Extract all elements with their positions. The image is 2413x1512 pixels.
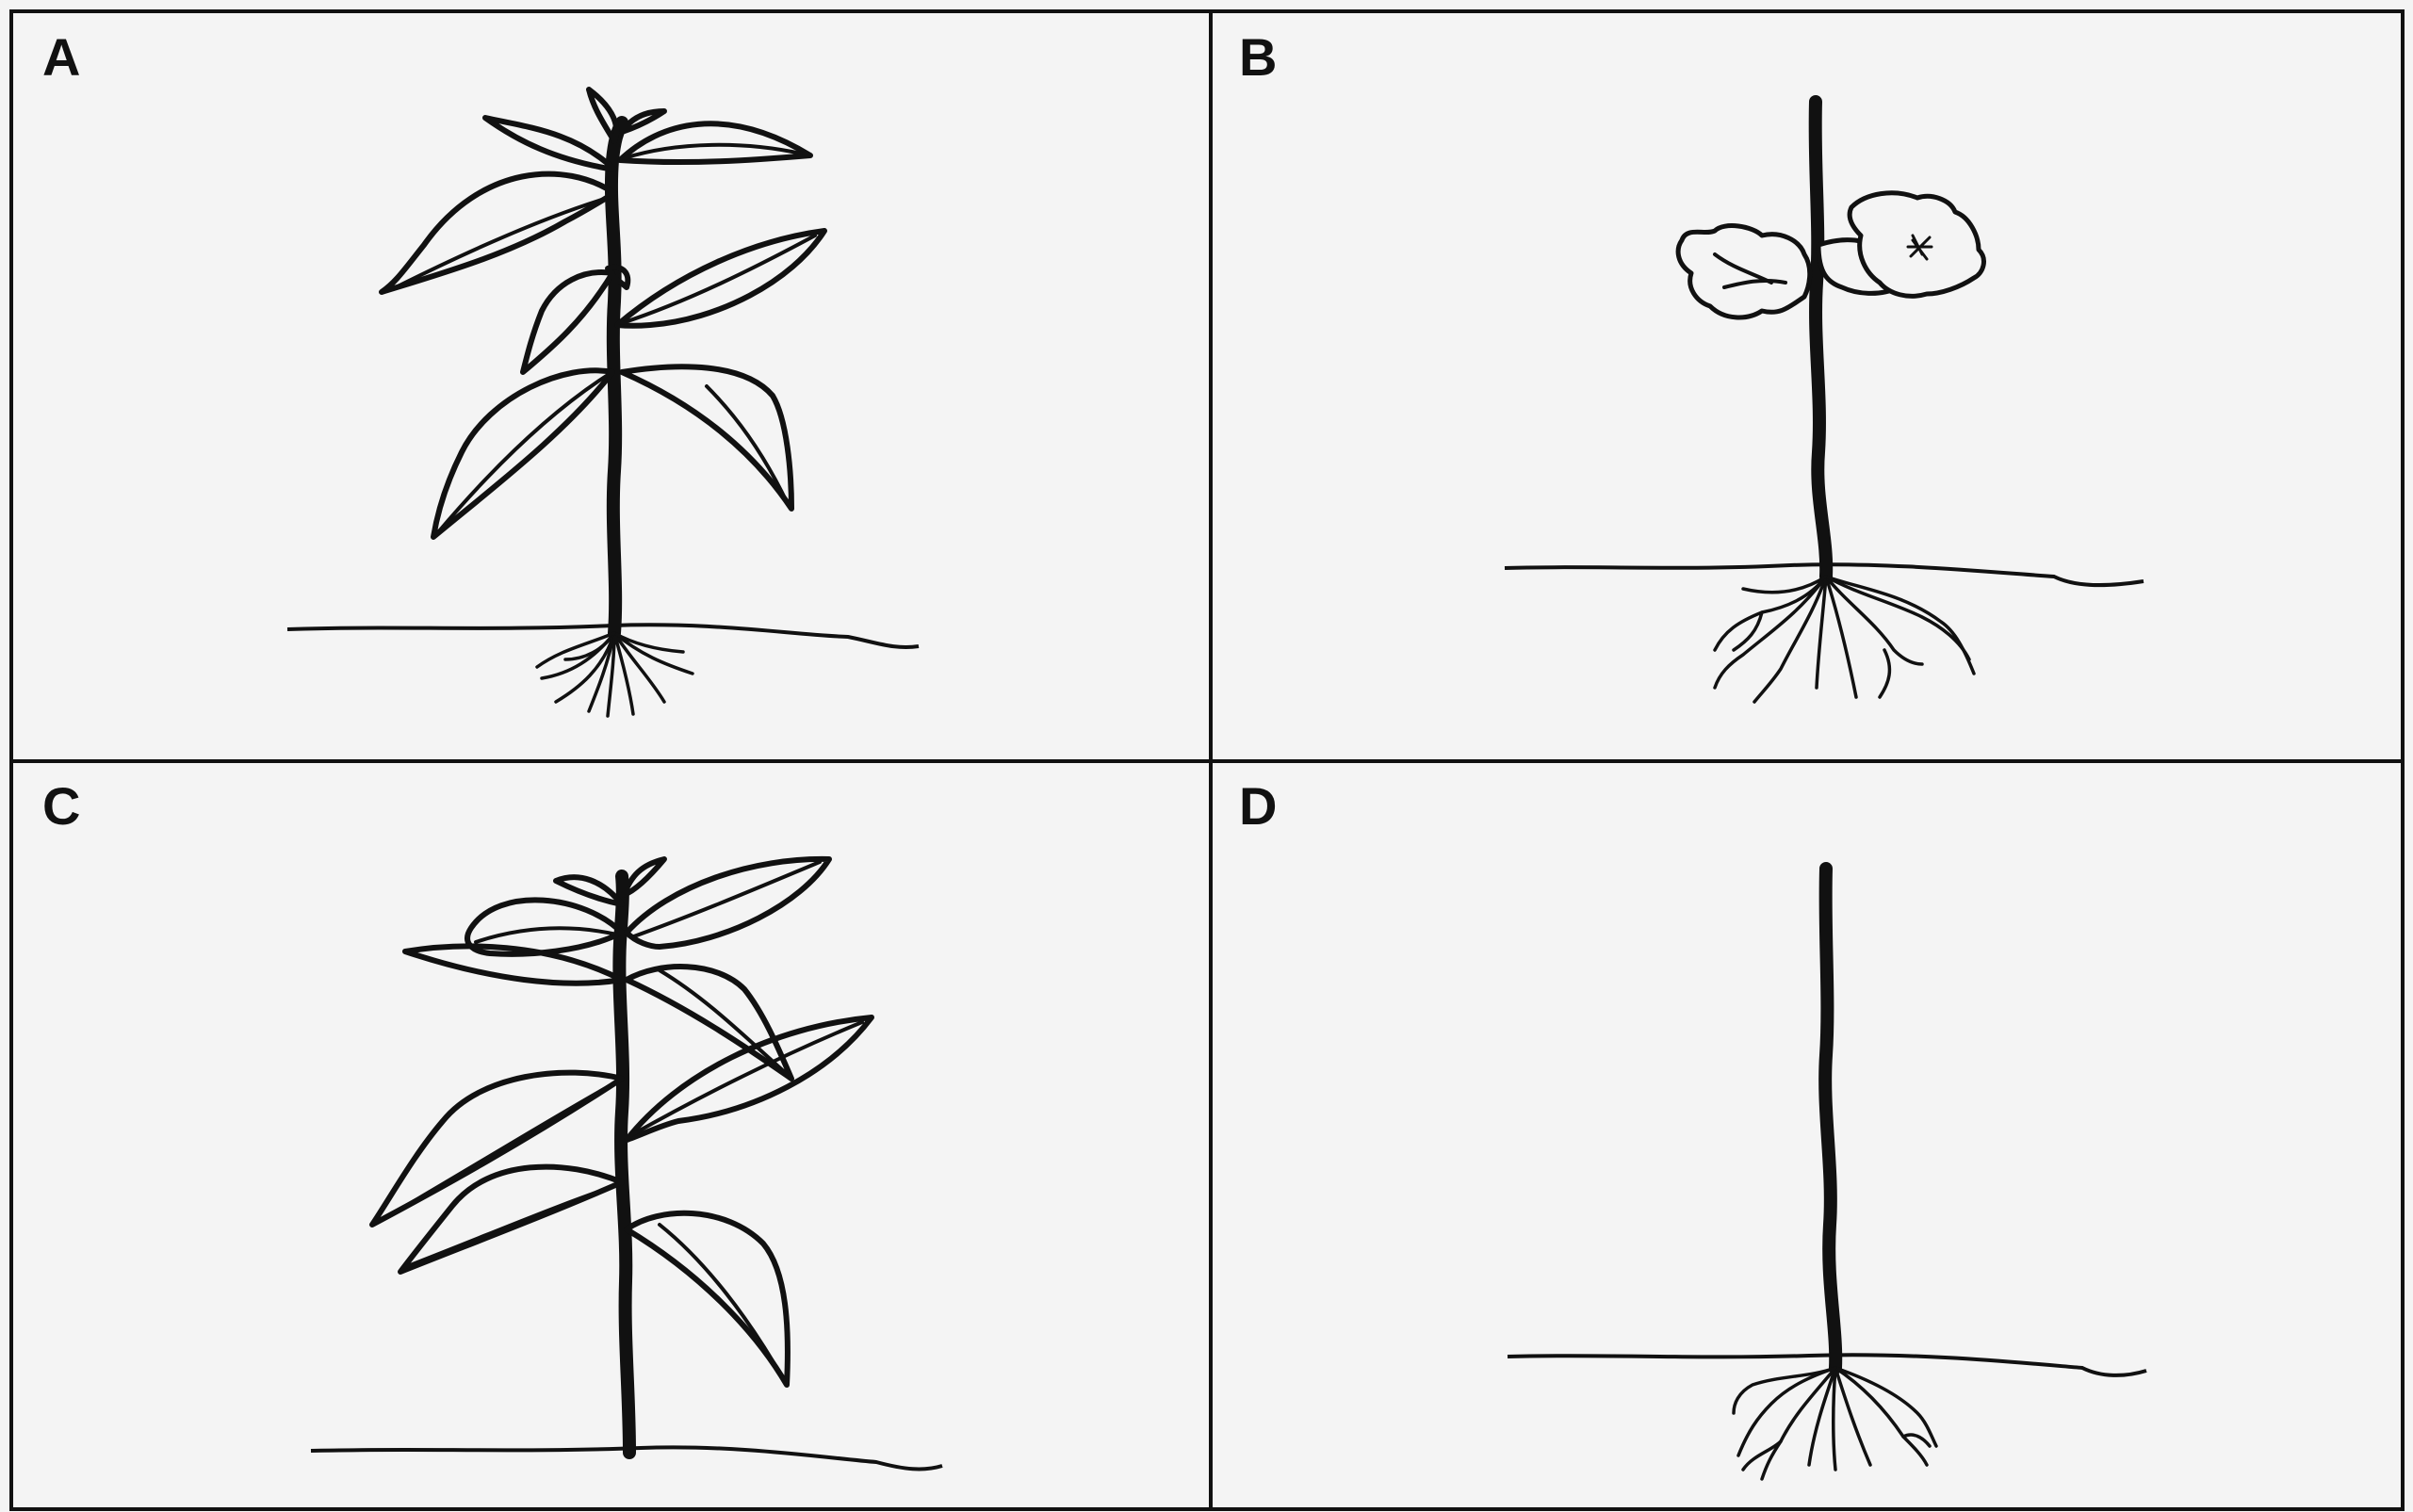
panel-b: B: [1239, 27, 2144, 702]
panel-a-leaves: [382, 89, 824, 537]
panel-c-stem: [619, 876, 629, 1453]
panel-b-flowers: [1678, 193, 1983, 317]
panel-d-stem: [1825, 869, 1835, 1368]
panel-a-stem: [611, 122, 622, 633]
panel-b-roots: [1715, 577, 1974, 702]
panel-d: D: [1239, 776, 2146, 1479]
panel-d-label: D: [1239, 776, 1277, 836]
panel-a: A: [42, 27, 919, 716]
panel-b-label: B: [1239, 27, 1277, 87]
panel-b-stem: [1816, 102, 1827, 577]
panel-d-roots: [1734, 1368, 1936, 1479]
panel-a-label: A: [42, 27, 80, 87]
panel-c: C: [42, 776, 942, 1469]
panel-a-roots: [537, 633, 693, 716]
panel-c-label: C: [42, 776, 80, 836]
